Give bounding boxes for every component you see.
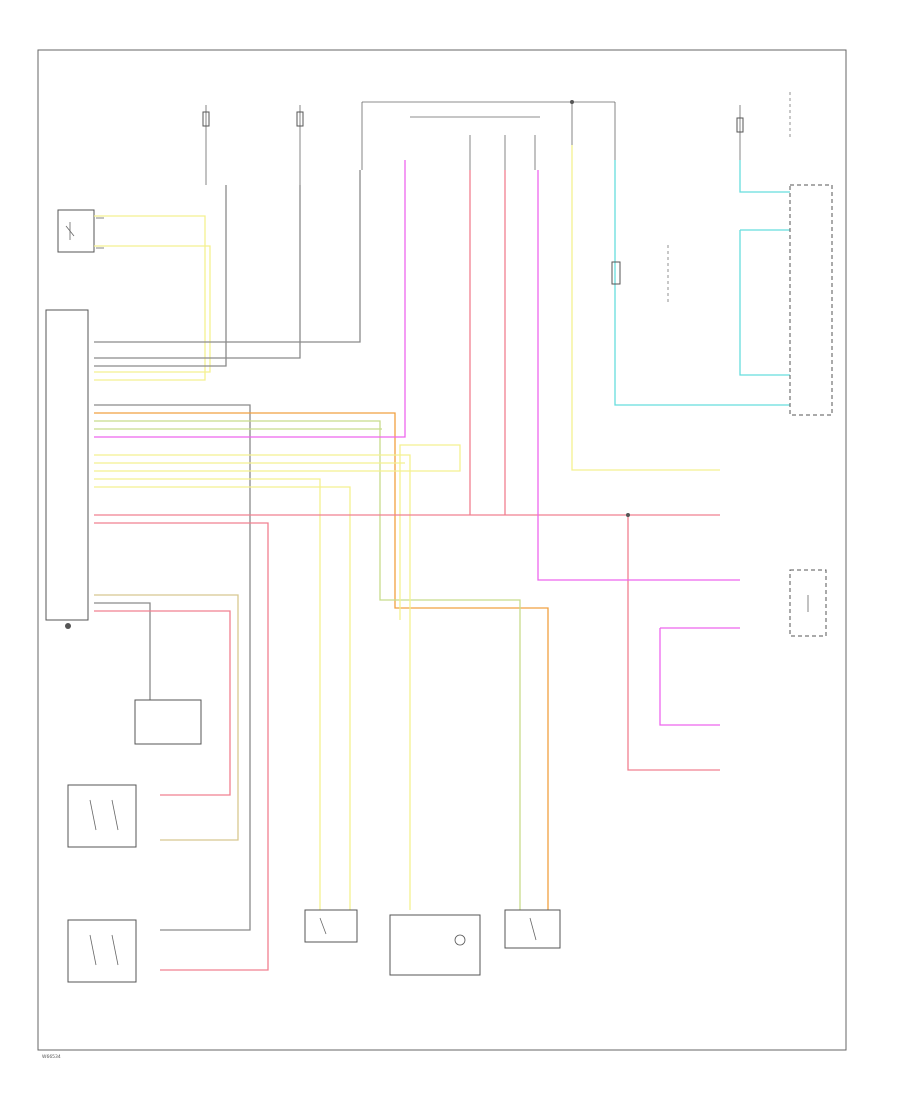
diagram-frame	[37, 49, 847, 1051]
top-left-sensor	[57, 209, 95, 253]
bottom-sensor-group	[304, 909, 561, 976]
lower-left-switch-group	[67, 699, 202, 983]
top-fuse-group	[202, 92, 791, 185]
right-sensor-group	[611, 184, 833, 637]
wire-group	[94, 145, 790, 971]
ecu-connector	[45, 309, 89, 629]
footer-code: W66534	[42, 1054, 61, 1060]
label-marks	[96, 217, 104, 249]
